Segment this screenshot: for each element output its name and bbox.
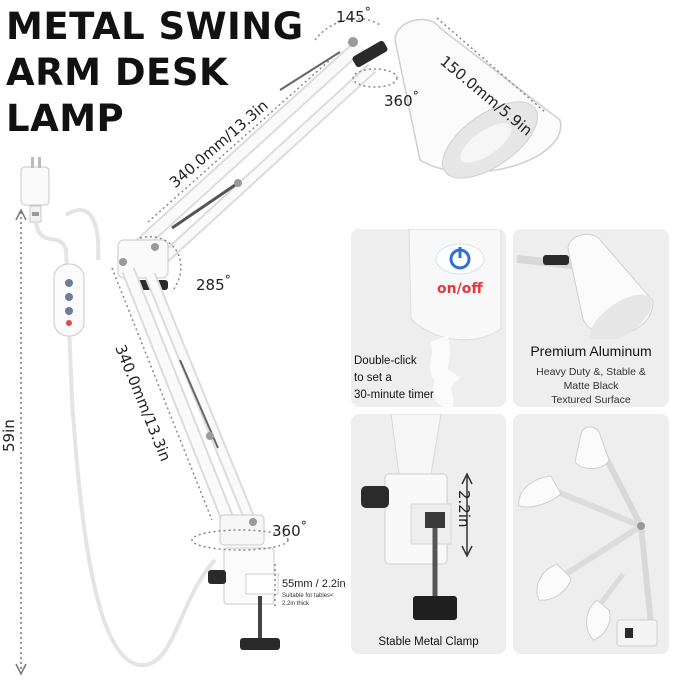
shade-angle-label: 145° [336, 4, 371, 26]
on-off-label: on/off [437, 281, 483, 297]
power-icon [435, 243, 485, 275]
title-line-1: METAL SWING [6, 5, 304, 48]
material-line: Heavy Duty &, Stable & [536, 366, 646, 378]
switch-caption-line: 30-minute timer [354, 389, 434, 401]
lamp-shade [394, 18, 562, 179]
product-title: METAL SWING ARM DESK LAMP [6, 4, 304, 142]
elbow-angle-label: 285° [196, 272, 231, 294]
shade-rotation-label: 360° [384, 88, 419, 110]
dimmer-switch-icon [53, 263, 85, 337]
clamp-icon [361, 414, 473, 620]
base-rotation-label: 360° [272, 518, 307, 540]
clamp-panel: 2.2in Stable Metal Clamp [351, 414, 506, 654]
material-description: Heavy Duty &, Stable & Matte Black Textu… [513, 365, 669, 407]
clamp-note: Suitable for tables< 2.2in thick [282, 593, 334, 607]
material-line: Textured Surface [551, 394, 631, 406]
usb-plug-icon [20, 157, 50, 223]
switch-caption-line: to set a [354, 372, 392, 384]
material-heading: Premium Aluminum [530, 343, 652, 359]
positions-panel [513, 414, 669, 654]
clamp-caption: Stable Metal Clamp [378, 636, 479, 648]
switch-panel: on/off Double-click to set a 30-minute t… [351, 229, 506, 407]
material-line: Matte Black [563, 380, 619, 392]
cord-length-label: 59in [0, 419, 18, 452]
title-line-3: LAMP [6, 97, 125, 140]
clamp-opening-label: 55mm / 2.2in [282, 578, 346, 590]
title-line-2: ARM DESK [6, 51, 229, 94]
switch-caption-line: Double-click [354, 355, 417, 367]
clamp-measure-label: 2.2in [455, 490, 473, 528]
switch-caption: Double-click to set a 30-minute timer [354, 353, 434, 404]
material-panel: Premium Aluminum Heavy Duty &, Stable & … [513, 229, 669, 407]
